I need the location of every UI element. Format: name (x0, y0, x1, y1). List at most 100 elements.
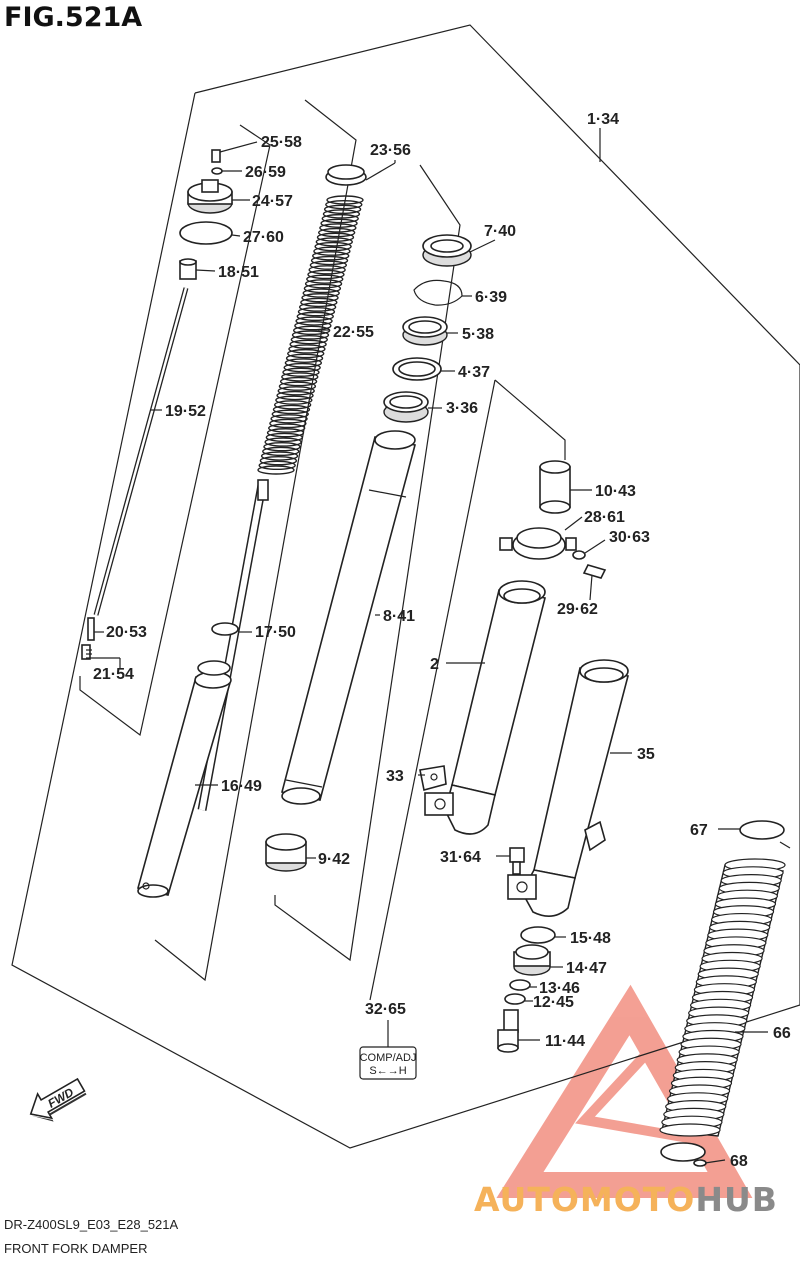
label-11-44: 11·44 (545, 1033, 585, 1050)
soft-hard-label: S←→H (369, 1065, 406, 1077)
label-28-61: 28·61 (584, 509, 625, 526)
spring-coil (325, 199, 363, 210)
part-25-valve (211, 141, 258, 163)
label-32-65: 32·65 (365, 1001, 406, 1018)
spring-coil (262, 446, 300, 457)
label-24-57: 24·57 (252, 193, 293, 210)
watermark-text-automoto: AUTOMOTO (474, 1180, 696, 1219)
label-68: 68 (730, 1153, 748, 1170)
spring-coil (278, 381, 317, 391)
part-31-bolt (496, 847, 525, 875)
label-35: 35 (637, 746, 655, 763)
label-17-50: 17·50 (255, 624, 296, 641)
bracket-outline-damper-rod (154, 99, 357, 982)
part-2-outer-tube (418, 580, 546, 835)
part-8-inner-tube (281, 430, 416, 805)
part-11-adjuster (497, 1009, 540, 1053)
part-66-dust-boot (659, 858, 786, 1137)
watermark-text: AUTOMOTOHUB (474, 1180, 778, 1219)
spring-coil (300, 297, 338, 308)
spring-coil (259, 455, 298, 466)
part-24-cap-bolt (187, 179, 250, 214)
part-22-fork-spring (257, 195, 364, 475)
boot-fold (659, 1123, 721, 1137)
spring-coil (295, 316, 333, 326)
label-10-43: 10·43 (595, 483, 636, 500)
label-14-47: 14·47 (566, 960, 607, 977)
label-15-48: 15·48 (570, 930, 611, 947)
spring-coil (307, 269, 345, 280)
spring-coil (287, 348, 325, 359)
assembly-outline-main (11, 24, 800, 1149)
label-21-54: 21·54 (93, 666, 134, 683)
spring-coil (322, 209, 361, 219)
label-18-51: 18·51 (218, 264, 259, 281)
spring-coil (290, 334, 329, 345)
label-23-56: 23·56 (370, 142, 411, 159)
label-31-64: 31·64 (440, 849, 481, 866)
part-35-outer-tube (507, 659, 632, 917)
spring-coil (284, 358, 323, 368)
spring-coil (264, 437, 302, 447)
spring-coil (265, 432, 304, 443)
spring-coil (279, 376, 318, 387)
spring-coil (302, 288, 340, 298)
comp-adj-label: COMP/ADJ (360, 1052, 417, 1064)
label-20-53: 20·53 (106, 624, 147, 641)
comp-adj-tag: COMP/ADJ S←→H (359, 1020, 417, 1080)
spring-coil (314, 241, 352, 252)
figure-code: DR-Z400SL9_E03_E28_521A (4, 1217, 179, 1232)
label-7-40: 7·40 (484, 223, 516, 240)
spring-coil (317, 227, 356, 238)
part-67-band (718, 820, 791, 849)
spring-coil (257, 465, 295, 475)
spring-coil (320, 218, 358, 228)
part-10-guide (539, 460, 592, 514)
spring-coil (258, 460, 296, 471)
label-6-39: 6·39 (475, 289, 507, 306)
part-12-ring (504, 993, 533, 1005)
spring-coil (276, 390, 314, 401)
spring-coil (301, 293, 339, 303)
spring-coil (282, 367, 320, 377)
bracket-outline-cylinder (274, 164, 461, 962)
spring-coil (323, 204, 362, 215)
spring-coil (277, 386, 315, 396)
spring-coil (263, 442, 301, 452)
part-29-bolt (582, 564, 607, 601)
label-27-60: 27·60 (243, 229, 284, 246)
part-16-damper-cylinder (137, 660, 232, 898)
forward-arrow-icon: FWD (29, 1077, 87, 1122)
spring-coil (268, 423, 306, 433)
label-67: 67 (690, 822, 708, 839)
label-25-58: 25·58 (261, 134, 302, 151)
spring-coil (275, 395, 313, 405)
label-19-52: 19·52 (165, 403, 206, 420)
part-17-piston-ring (211, 622, 252, 636)
spring-coil (272, 404, 311, 415)
part-3-bushing (383, 391, 442, 423)
figure-description: FRONT FORK DAMPER (4, 1241, 148, 1256)
spring-coil (309, 260, 348, 270)
spring-coil (260, 451, 299, 461)
part-26-oring (211, 167, 242, 175)
spring-coil (266, 428, 305, 438)
part-15-oring (520, 926, 566, 944)
bracket-outline-guides (494, 379, 566, 460)
spring-coil (271, 409, 309, 419)
part-27-oring (179, 221, 241, 245)
label-4-37: 4·37 (458, 364, 490, 381)
part-14-cap (513, 944, 563, 976)
part-30-washer (572, 539, 606, 560)
label-13-46: 13·46 (539, 980, 580, 997)
spring-coil (288, 344, 326, 354)
label-12-45: 12·45 (533, 994, 574, 1011)
label-2: 2 (430, 656, 439, 673)
spring-coil (283, 362, 321, 373)
label-33: 33 (386, 768, 404, 785)
spring-coil (313, 246, 351, 256)
spring-coil (315, 237, 353, 247)
spring-coil (326, 195, 364, 205)
part-5-bushing (402, 316, 458, 346)
